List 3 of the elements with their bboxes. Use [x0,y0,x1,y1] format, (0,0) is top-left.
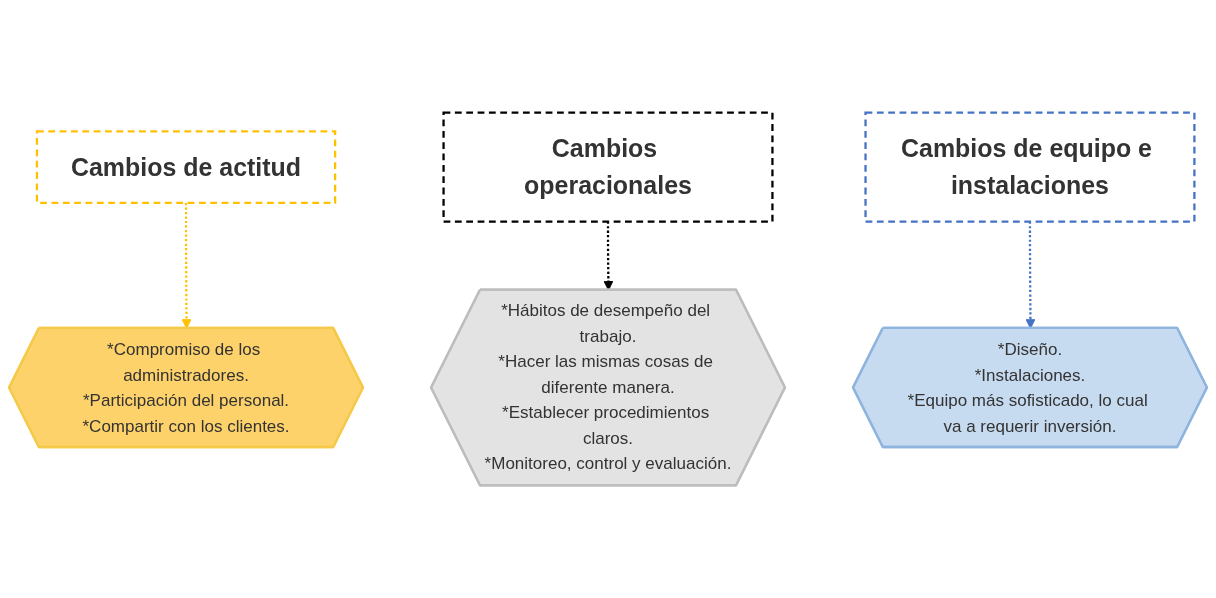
node-box: Cambios operacionales [442,111,774,223]
node-box: Cambios de equipo e instalaciones [864,111,1196,223]
node-box: Cambios de actitud [35,130,337,205]
